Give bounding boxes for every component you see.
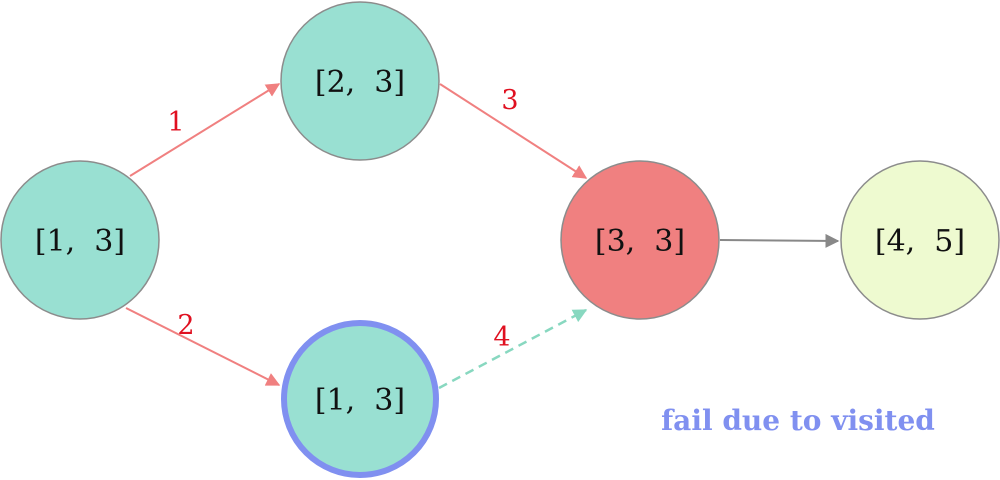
node-3-3: [3, 3]	[560, 160, 720, 320]
node-4-5: [4, 5]	[840, 160, 1000, 320]
edge-label-1: 1	[167, 107, 184, 138]
node-label: [3, 3]	[595, 224, 685, 259]
edge-1-to-1-3-visited	[125, 307, 281, 386]
node-label: [1, 3]	[315, 383, 405, 418]
edge-1-3-to-3-3-dashed	[438, 308, 588, 390]
node-label: [1, 3]	[35, 224, 125, 259]
visited-failure-note: fail due to visited	[661, 404, 935, 437]
node-1-3-visited: [1, 3]	[281, 320, 439, 478]
node-label: [2, 3]	[315, 65, 405, 100]
node-circle	[280, 1, 440, 161]
edge-label-3: 3	[501, 85, 518, 116]
node-circle	[0, 160, 160, 320]
node-label: [4, 5]	[875, 224, 965, 259]
node-2-3: [2, 3]	[280, 1, 440, 161]
edges	[125, 83, 840, 390]
node-circle	[560, 160, 720, 320]
node-circle-highlighted	[281, 320, 439, 478]
node-1-3-start: [1, 3]	[0, 160, 160, 320]
edge-2-3-to-3-3	[439, 83, 588, 179]
edge-1-to-2-3	[129, 83, 281, 177]
edge-labels: 1 2 3 4	[167, 85, 518, 353]
node-circle	[840, 160, 1000, 320]
edge-3-3-to-4-5	[719, 233, 840, 248]
edge-label-4: 4	[493, 322, 510, 353]
edge-label-2: 2	[177, 310, 194, 341]
